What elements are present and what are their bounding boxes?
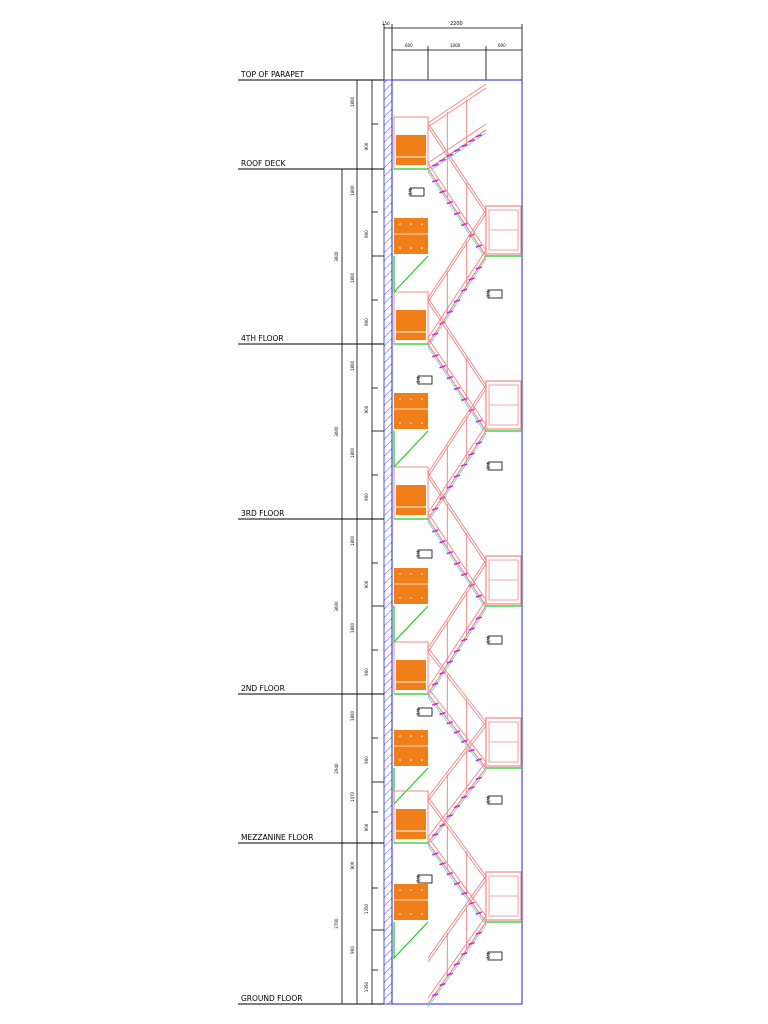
level-label-2nd: 2ND FLOOR	[241, 684, 285, 693]
landing-railing-left	[393, 641, 429, 695]
landing-details: 2/4 2/4 2/4 2/4 2/4 2/4 2/4 2/4 2/4 2/4	[393, 116, 522, 961]
landing-dimension: 1800	[350, 535, 355, 546]
svg-text:2/4: 2/4	[486, 952, 491, 959]
stair-flight	[427, 647, 487, 772]
section-tag: 2/4	[486, 951, 503, 961]
svg-text:2/4: 2/4	[416, 550, 421, 557]
level-label-roof: ROOF DECK	[241, 159, 286, 168]
section-tag: 2/4	[416, 874, 433, 884]
level-label-3rd: 3RD FLOOR	[241, 509, 284, 518]
landing-dimension: 900	[364, 405, 369, 413]
landing-railing-right	[485, 717, 522, 769]
svg-text:2/4: 2/4	[416, 376, 421, 383]
level-lines	[238, 79, 384, 1005]
svg-text:2/4: 2/4	[416, 875, 421, 882]
storey-dimension: 2940	[334, 763, 339, 774]
dim-width-left: 600	[405, 43, 413, 48]
landing-dimension: 1800	[350, 622, 355, 633]
dim-total-width: 2200	[450, 21, 463, 27]
section-tag: 2/4	[486, 635, 503, 645]
stair-flight	[427, 796, 487, 926]
vertical-dimension-chains: 3600 3600 3600 2940 2700 1800 900 1800 900 1800 90…	[334, 79, 384, 1005]
stair-flight	[427, 209, 487, 348]
wall-beam	[394, 218, 428, 254]
section-tag: 2/4	[486, 795, 503, 805]
landing-railing-left	[393, 466, 429, 520]
section-tag: 2/4	[486, 461, 503, 471]
landing-dimension: 1350	[364, 981, 369, 992]
level-label-parapet: TOP OF PARAPET	[240, 70, 304, 79]
landing-railing-left	[393, 790, 429, 844]
landing-dimension: 900	[364, 756, 369, 764]
storey-dimension: 3600	[334, 426, 339, 437]
stair-flight	[427, 384, 487, 523]
wall-beam	[394, 884, 428, 920]
landing-dimension: 900	[364, 823, 369, 831]
svg-text:2/4: 2/4	[486, 462, 491, 469]
landing-dimension: 1800	[350, 96, 355, 107]
landing-dimension: 900	[364, 318, 369, 326]
stair-flight	[427, 472, 487, 610]
landing-railing-right	[485, 871, 522, 923]
level-label-4th: 4TH FLOOR	[241, 334, 284, 343]
landing-dimension: 1800	[350, 360, 355, 371]
svg-text:2/4: 2/4	[408, 188, 413, 195]
landing-dimension: 900	[364, 580, 369, 588]
svg-text:2/4: 2/4	[486, 290, 491, 297]
hatched-wall	[383, 79, 393, 1005]
landing-dimension: 900	[364, 668, 369, 676]
landing-dimension: 1800	[350, 185, 355, 196]
landing-dimension: 900	[350, 861, 355, 869]
landing-railing-right	[485, 555, 522, 607]
storey-dimension: 2700	[334, 918, 339, 929]
landing-dimension: 900	[364, 230, 369, 238]
section-tag: 2/4	[486, 289, 503, 299]
landing-railing-left	[393, 116, 429, 170]
section-tag: 2/4	[416, 707, 433, 717]
wall-beam	[394, 730, 428, 766]
stair-flight	[427, 122, 487, 260]
storey-dimension: 3600	[334, 251, 339, 262]
landing-railing-right	[485, 380, 522, 432]
section-tag: 2/4	[416, 375, 433, 385]
stair-flights	[427, 83, 487, 1008]
storey-dimension: 3600	[334, 601, 339, 612]
stair-flight	[427, 721, 487, 847]
top-dimension-chain	[383, 24, 523, 80]
svg-text:2/4: 2/4	[416, 708, 421, 715]
level-label-mezzanine: MEZZANINE FLOOR	[241, 833, 313, 842]
landing-dimension: 1470	[350, 791, 355, 802]
stair-shaft-frame	[391, 79, 523, 1005]
landing-dimension: 900	[364, 142, 369, 150]
landing-dimension: 900	[350, 946, 355, 954]
stair-flight	[427, 875, 487, 1008]
landing-dimension: 1800	[350, 447, 355, 458]
stair-flight	[427, 83, 487, 173]
dim-wall-thickness: 150	[382, 21, 390, 26]
stair-flight	[427, 559, 487, 698]
section-tag: 2/4	[416, 549, 433, 559]
section-tag: 2/4	[408, 187, 425, 197]
landing-railing-right	[485, 205, 522, 257]
wall-beam	[394, 393, 428, 429]
level-labels: TOP OF PARAPET ROOF DECK 4TH FLOOR 3RD F…	[240, 70, 313, 1003]
dim-width-right: 600	[498, 43, 506, 48]
landing-dimension: 1350	[364, 903, 369, 914]
wall-beam	[394, 568, 428, 604]
landing-dimension: 900	[364, 493, 369, 501]
landing-railing-left	[393, 291, 429, 345]
stair-flight	[427, 297, 487, 435]
landing-dimension: 1800	[350, 710, 355, 721]
svg-text:2/4: 2/4	[486, 796, 491, 803]
svg-text:2/4: 2/4	[486, 636, 491, 643]
landing-dimension: 1800	[350, 272, 355, 283]
dim-width-center: 1000	[450, 43, 461, 48]
level-label-ground: GROUND FLOOR	[241, 994, 302, 1003]
